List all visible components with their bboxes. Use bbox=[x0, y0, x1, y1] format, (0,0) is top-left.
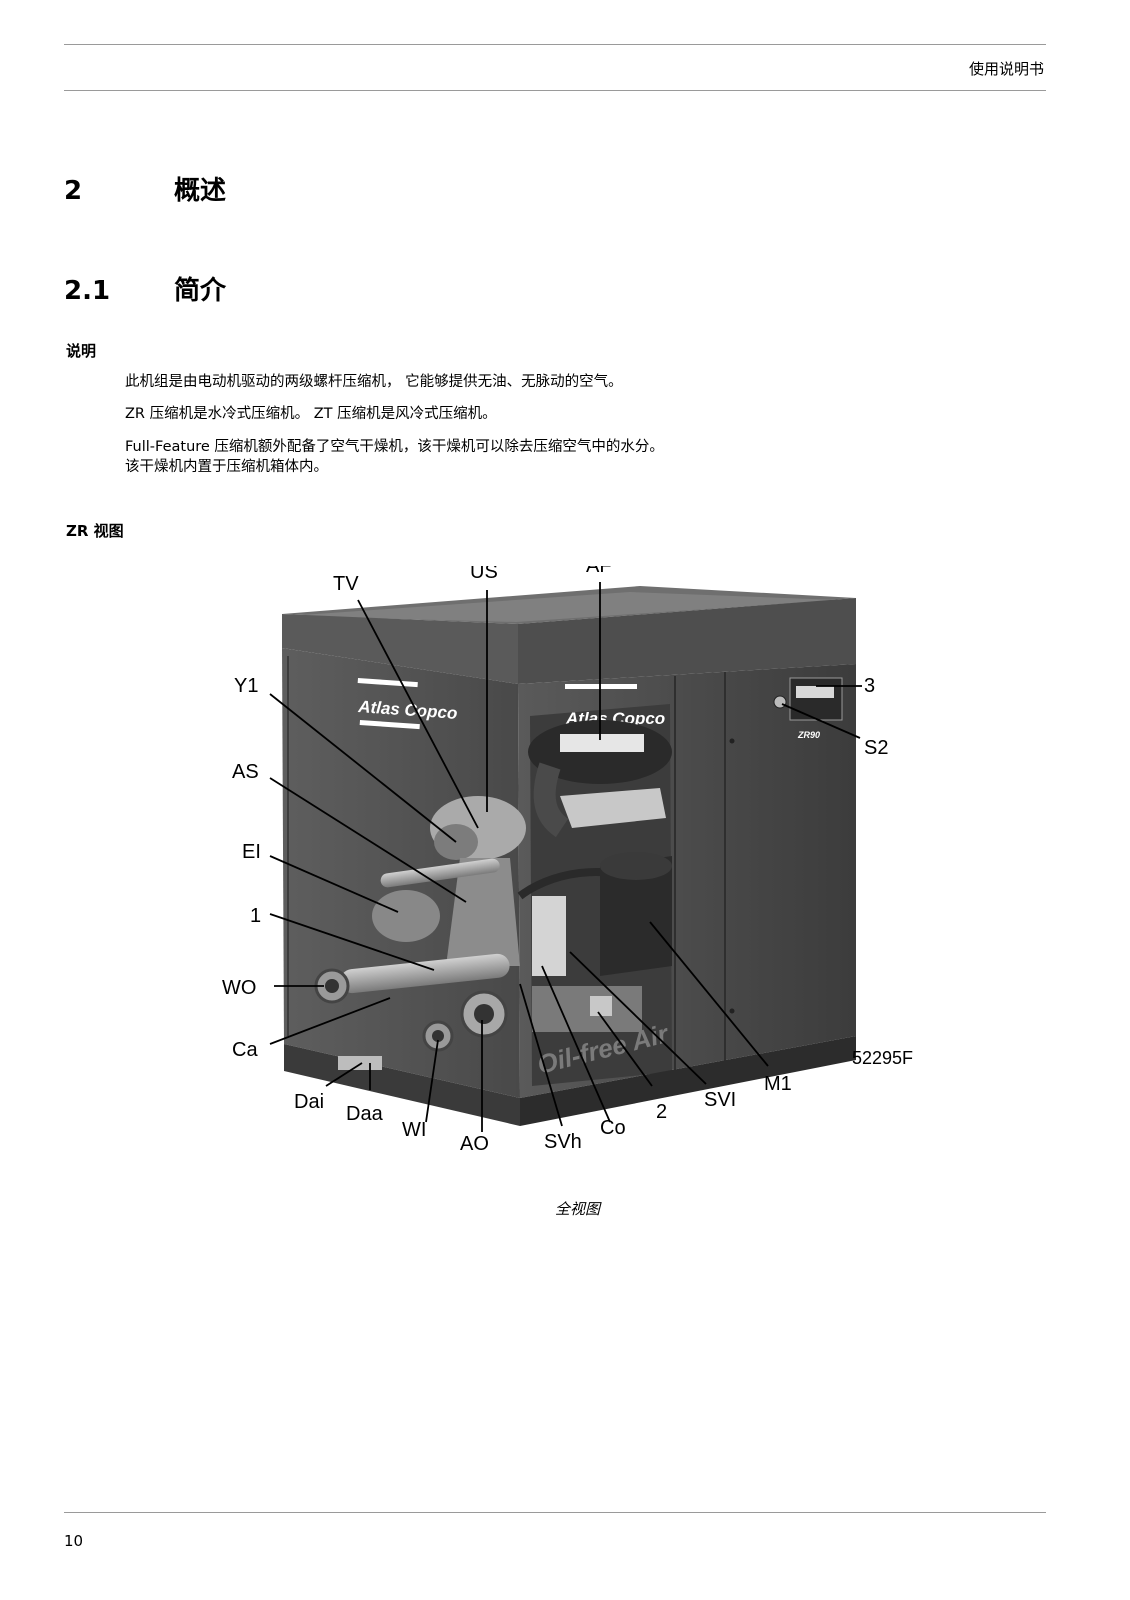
label-ao: AO bbox=[460, 1133, 489, 1155]
label-us: US bbox=[470, 566, 498, 583]
label-svi: SVI bbox=[704, 1089, 736, 1111]
label-wi: WI bbox=[402, 1119, 426, 1141]
logo-stripe bbox=[359, 720, 420, 730]
control-panel bbox=[789, 677, 843, 721]
section-number: 2 bbox=[64, 176, 83, 206]
label-svh: SVh bbox=[544, 1131, 582, 1153]
label-1: 1 bbox=[250, 905, 261, 927]
air-filter bbox=[528, 720, 672, 838]
label-af: AF bbox=[586, 566, 612, 577]
model-label: ZR90 bbox=[797, 730, 820, 740]
label-2: 2 bbox=[656, 1101, 667, 1123]
label-daa: Daa bbox=[346, 1103, 384, 1125]
subsection-number: 2.1 bbox=[64, 276, 111, 306]
description-paragraph-1: 此机组是由电动机驱动的两级螺杆压缩机， 它能够提供无油、无脉动的空气。 bbox=[125, 374, 623, 390]
drain-connections bbox=[338, 1056, 382, 1070]
display-screen bbox=[796, 686, 834, 698]
motor bbox=[600, 852, 672, 976]
base-frame bbox=[284, 1036, 856, 1126]
label-tv: TV bbox=[333, 573, 359, 595]
emergency-stop-button bbox=[773, 695, 787, 709]
label-y1: Y1 bbox=[234, 675, 258, 697]
label-wo: WO bbox=[222, 977, 256, 999]
door-latch bbox=[729, 738, 735, 744]
header-top-rule bbox=[64, 44, 1046, 45]
document-header-title: 使用说明书 bbox=[968, 60, 1044, 78]
label-s2: S2 bbox=[864, 737, 888, 759]
figure-id: 52295F bbox=[852, 1048, 913, 1068]
description-paragraph-2: ZR 压缩机是水冷式压缩机。 ZT 压缩机是风冷式压缩机。 bbox=[125, 406, 497, 422]
label-co: Co bbox=[600, 1117, 626, 1139]
description-paragraph-3: Full-Feature 压缩机额外配备了空气干燥机，该干燥机可以除去压缩空气中… bbox=[125, 439, 664, 455]
label-ei: EI bbox=[242, 841, 261, 863]
label-m1: M1 bbox=[764, 1073, 792, 1095]
compressor-figure: Atlas Copco Atlas Copco ZR90 Oil-free Ai… bbox=[220, 555, 940, 1206]
section-title: 概述 bbox=[174, 176, 227, 206]
footer-rule bbox=[64, 1512, 1046, 1513]
subsection-title: 简介 bbox=[174, 276, 227, 306]
cabinet-top bbox=[282, 586, 856, 684]
label-as: AS bbox=[232, 761, 259, 783]
section-heading: 2 概述 bbox=[64, 170, 226, 207]
label-dai: Dai bbox=[294, 1091, 324, 1113]
door-latch bbox=[729, 1008, 735, 1014]
cooler bbox=[532, 896, 642, 1032]
subsection-heading: 2.1 简介 bbox=[64, 270, 226, 307]
figure-caption: 全视图 bbox=[555, 1200, 601, 1218]
view-heading: ZR 视图 bbox=[66, 522, 124, 540]
description-heading: 说明 bbox=[66, 342, 97, 360]
header-bottom-rule bbox=[64, 90, 1046, 91]
page-number: 10 bbox=[64, 1532, 84, 1550]
label-3: 3 bbox=[864, 675, 875, 697]
label-ca: Ca bbox=[232, 1039, 258, 1061]
logo-stripe bbox=[565, 684, 637, 689]
leader-lines bbox=[269, 582, 862, 1132]
description-paragraph-4: 该干燥机内置于压缩机箱体内。 bbox=[125, 459, 328, 475]
